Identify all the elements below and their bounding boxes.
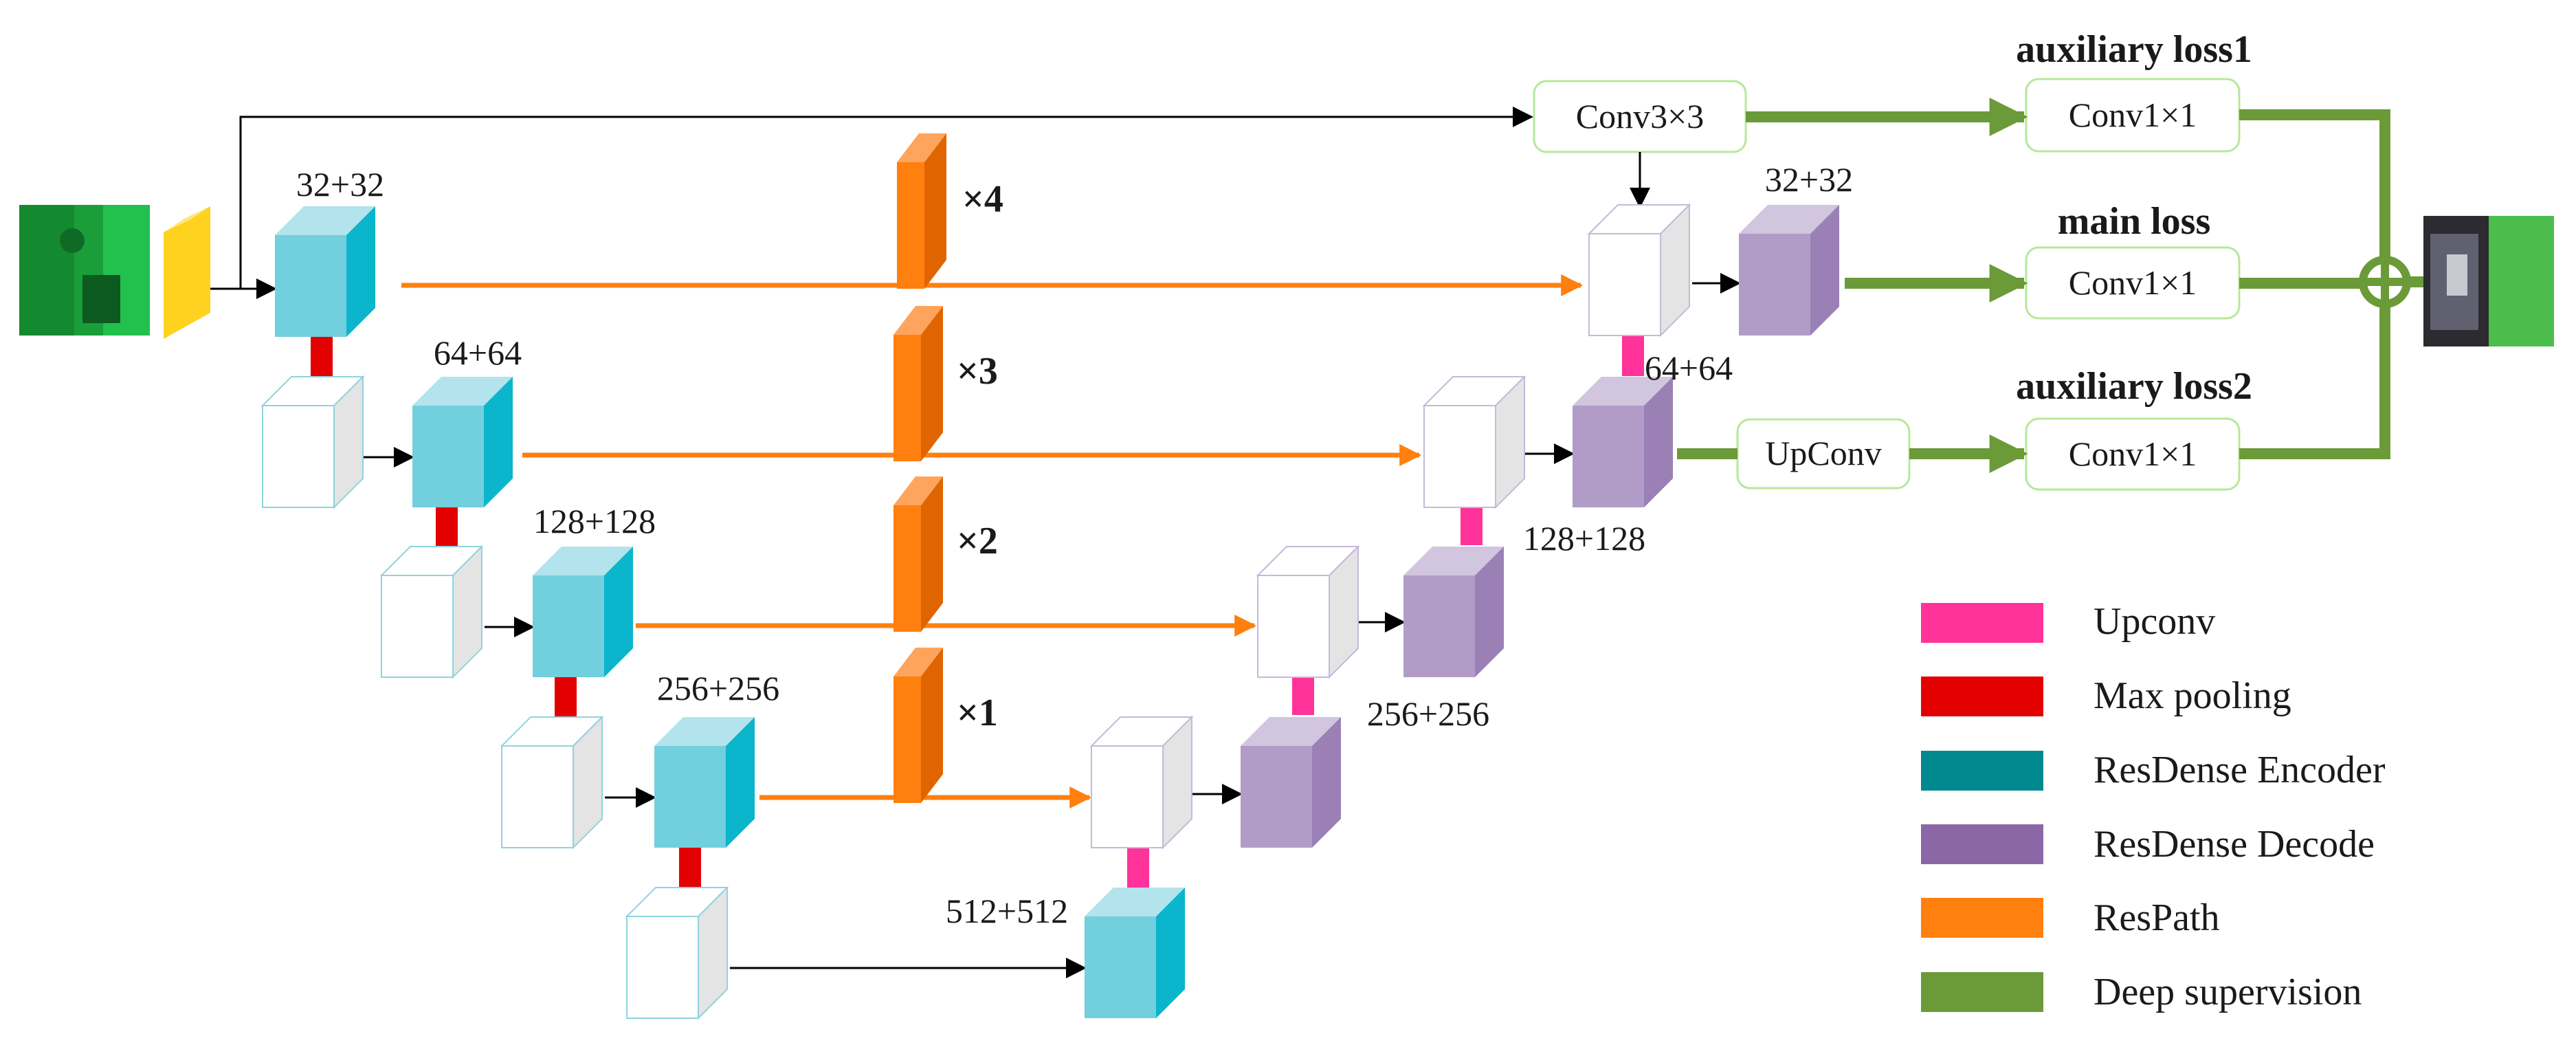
- connections: [210, 98, 2423, 978]
- label-dec1: 32+32: [1765, 160, 1853, 199]
- legend-label-deep-supervision: Deep supervision: [2094, 971, 2362, 1013]
- input-image-icon: [19, 205, 150, 336]
- conv3x3-box: Conv3×3: [1533, 80, 1747, 153]
- legend-label-decoder: ResDense Decode: [2094, 823, 2375, 866]
- conv1x1-box-aux1: Conv1×1: [2025, 78, 2241, 153]
- decoder-white-block-4: [1089, 715, 1194, 850]
- skip-to-conv3x3-arrow: [239, 107, 1533, 289]
- deep-supervision-merge-aux1: [2239, 109, 2390, 260]
- decoder-white-block-3: [1256, 544, 1360, 679]
- respath-block-4: [897, 133, 946, 289]
- conv1x1-label-main: Conv1×1: [2069, 263, 2197, 302]
- decoder-block-1: [1739, 205, 1839, 336]
- maxpool-bar-3: [555, 677, 577, 718]
- conv1x1-box-aux2: Conv1×1: [2025, 417, 2241, 491]
- conv1x1-label-aux1: Conv1×1: [2069, 96, 2197, 134]
- decoder-block-4: [1241, 717, 1341, 848]
- legend-swatch-max-pooling: [1921, 676, 2043, 716]
- legend-swatch-upconv: [1921, 603, 2043, 643]
- decoder-white-block-2: [1422, 375, 1526, 509]
- legend-swatch-deep-supervision: [1921, 972, 2043, 1012]
- label-dec3: 128+128: [1523, 519, 1645, 558]
- encoder-white-block-2: [260, 375, 365, 509]
- legend: Upconv Max pooling ResDense Encoder ResD…: [1921, 600, 2386, 1013]
- decoder-white-block-1: [1587, 203, 1691, 338]
- decoder-block-2: [1573, 377, 1673, 507]
- respath-multiplier-3: ×3: [957, 350, 998, 393]
- respath-block-3: [893, 306, 943, 461]
- encoder-white-block-4: [500, 715, 604, 850]
- deep-supervision-merge-aux2: [2239, 304, 2390, 459]
- respath-multiplier-4: ×4: [962, 178, 1003, 221]
- label-dec4: 256+256: [1367, 694, 1489, 733]
- respath-blocks: [893, 133, 946, 803]
- legend-label-max-pooling: Max pooling: [2094, 674, 2291, 717]
- respath-block-1: [893, 648, 943, 803]
- legend-label-upconv: Upconv: [2094, 600, 2215, 643]
- legend-swatch-encoder: [1921, 751, 2043, 791]
- circle-plus-icon: [2359, 256, 2411, 308]
- label-enc4: 256+256: [657, 669, 779, 707]
- connector-bars: [311, 335, 1644, 890]
- upconv-bar-2: [1292, 674, 1314, 715]
- upconv-bar-1: [1127, 846, 1149, 890]
- loss-label-aux2: auxiliary loss2: [2016, 365, 2252, 408]
- label-enc3: 128+128: [533, 502, 656, 540]
- maxpool-bar-2: [436, 507, 458, 548]
- output-image-icon: [2423, 216, 2554, 346]
- upconv-box-label: UpConv: [1765, 434, 1881, 472]
- conv3x3-label: Conv3×3: [1576, 97, 1705, 135]
- bottleneck-white-block: [625, 886, 729, 1020]
- label-enc2: 64+64: [434, 333, 522, 372]
- encoder-block-3: [533, 547, 633, 677]
- decoder-block-3: [1403, 547, 1504, 677]
- label-dec2: 64+64: [1645, 349, 1733, 387]
- encoder-block-2: [412, 377, 513, 507]
- encoder-block-4: [654, 717, 755, 848]
- label-enc1: 32+32: [296, 165, 384, 204]
- legend-swatch-decoder: [1921, 824, 2043, 864]
- legend-label-encoder: ResDense Encoder: [2094, 749, 2386, 791]
- maxpool-bar-4: [679, 848, 701, 889]
- legend-swatch-respath: [1921, 898, 2043, 938]
- loss-label-main: main loss: [2058, 200, 2211, 243]
- input-block: [164, 206, 210, 339]
- label-bottleneck: 512+512: [946, 892, 1068, 930]
- upconv-bar-4: [1622, 335, 1644, 376]
- conv1x1-box-main: Conv1×1: [2025, 246, 2241, 320]
- blocks: [260, 203, 1839, 1020]
- conv1x1-label-aux2: Conv1×1: [2069, 434, 2197, 473]
- respath-multiplier-2: ×2: [957, 520, 998, 562]
- encoder-white-block-3: [379, 544, 484, 679]
- legend-label-respath: ResPath: [2094, 896, 2220, 939]
- loss-label-aux1: auxiliary loss1: [2016, 28, 2252, 71]
- bottleneck-block: [1085, 888, 1185, 1018]
- respath-block-2: [893, 476, 943, 632]
- respath-multiplier-1: ×1: [957, 692, 998, 734]
- encoder-block-1: [275, 206, 375, 337]
- maxpool-bar-1: [311, 337, 333, 378]
- upconv-box: UpConv: [1736, 418, 1911, 490]
- upconv-bar-3: [1461, 504, 1483, 545]
